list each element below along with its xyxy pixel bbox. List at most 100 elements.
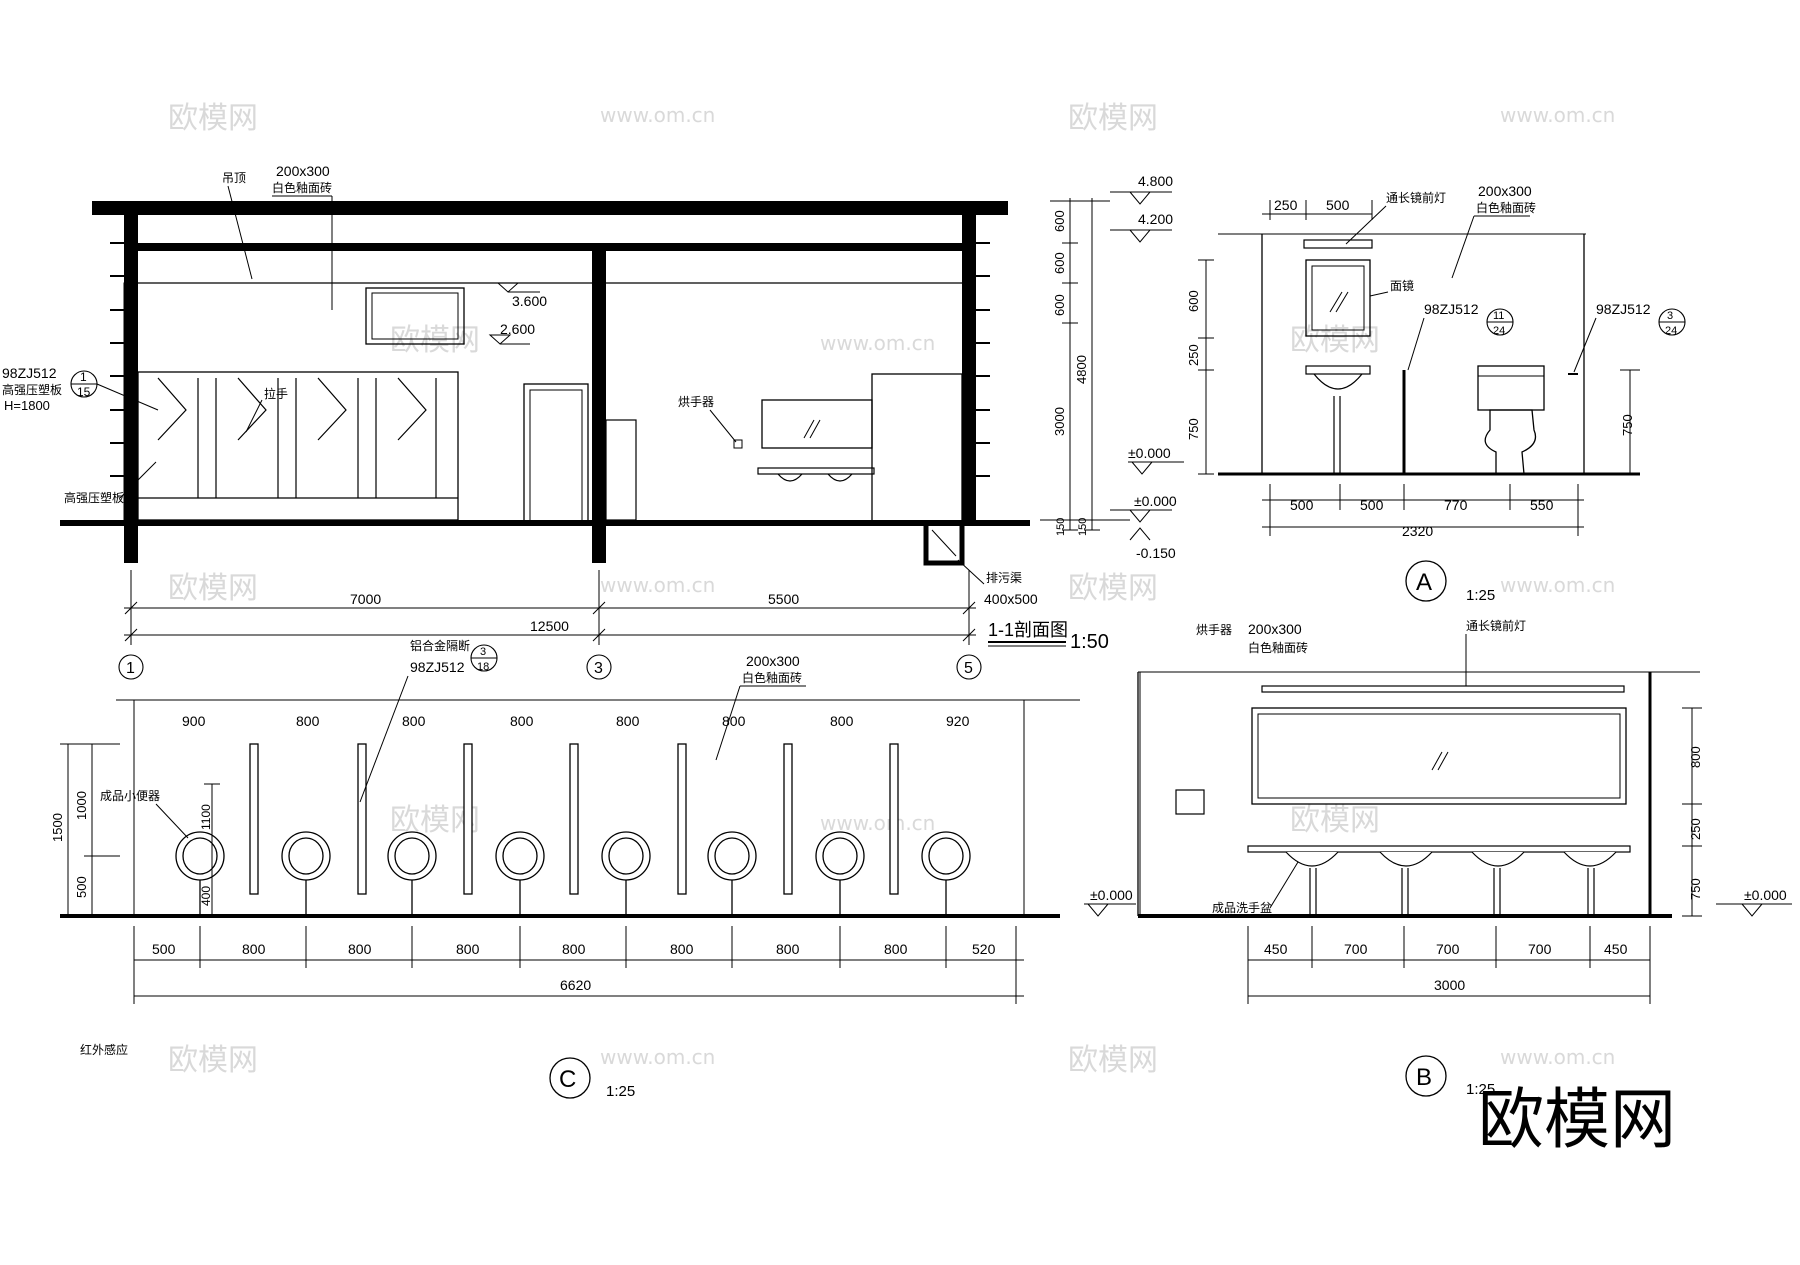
watermark-brand: 欧模网: [1290, 803, 1380, 838]
detail-a-bot-500-b: 500: [1360, 497, 1384, 513]
column-left: [124, 201, 138, 563]
elevation-markers: 4.800 4.200 ±0.000 -0.150: [1110, 173, 1177, 561]
detail-c-inner-1100: 1100: [199, 804, 213, 830]
detail-a-ref1-num: 11: [1493, 310, 1504, 322]
detail-a-dim-250: 250: [1274, 197, 1298, 213]
section-mirror: [761, 399, 873, 449]
elev-0: ±0.000: [1134, 493, 1177, 509]
detail-a-left-750: 750: [1186, 418, 1201, 440]
watermark-url: www.om.cn: [600, 573, 715, 597]
dim-150-a: 150: [1055, 518, 1067, 536]
detail-a-left-600: 600: [1186, 290, 1201, 312]
detail-b-tile-label: 白色釉面砖: [1248, 640, 1308, 655]
board-height: H=1800: [4, 398, 50, 413]
detail-a-ref2-den: 24: [1665, 325, 1677, 337]
axis-bubbles: 1 3 5: [118, 654, 982, 680]
hand-dryer-label: 烘手器: [678, 395, 714, 409]
watermark-brand: 欧模网: [1068, 101, 1158, 136]
drain-channel: [923, 520, 965, 566]
std-ref-num: 1: [80, 370, 87, 384]
detail-a-bot-500-a: 500: [1290, 497, 1314, 513]
section-tile-size: 200x300: [276, 163, 330, 179]
detail-b-right-250: 250: [1688, 818, 1703, 840]
detail-c-partition-den: 18: [477, 661, 489, 673]
detail-a-ref1: 98ZJ512: [1424, 301, 1479, 317]
detail-c-tile-size: 200x300: [746, 653, 800, 669]
section-bottom-dims: [124, 570, 976, 645]
axis-1: 1: [126, 660, 135, 677]
detail-c-bot-800-a: 800: [242, 941, 266, 957]
detail-c-left-1000: 1000: [74, 791, 89, 820]
watermark-url: www.om.cn: [820, 331, 935, 355]
watermark-brand: 欧模网: [1290, 323, 1380, 358]
watermark-url: www.om.cn: [600, 103, 715, 127]
detail-c-scale: 1:25: [606, 1083, 635, 1100]
dim-600-b: 600: [1052, 252, 1067, 274]
detail-c-bot-800-b: 800: [348, 941, 372, 957]
detail-a-left-250: 250: [1186, 344, 1201, 366]
detail-c-partition-ref: 98ZJ512: [410, 659, 465, 675]
watermark-brand: 欧模网: [1068, 571, 1158, 606]
detail-b-bot-700-b: 700: [1436, 941, 1460, 957]
detail-b-tile-size: 200x300: [1248, 621, 1302, 637]
detail-c-partition-num: 3: [480, 646, 486, 658]
board-label: 高强压塑板: [2, 382, 62, 397]
axis-5: 5: [964, 660, 973, 677]
detail-c-bot-800-g: 800: [884, 941, 908, 957]
detail-c-tag: C: [559, 1066, 576, 1093]
detail-b-elev-right: ±0.000: [1744, 887, 1787, 903]
detail-a-total: 2320: [1402, 523, 1433, 539]
watermark-brand: 欧模网: [1068, 1043, 1158, 1078]
detail-b-tag: B: [1416, 1064, 1432, 1091]
toilet-partitions: [137, 371, 459, 521]
watermark-url: www.om.cn: [1500, 103, 1615, 127]
detail-c-bot-800-e: 800: [670, 941, 694, 957]
detail-c-bot-800-d: 800: [562, 941, 586, 957]
dim-600-a: 600: [1052, 210, 1067, 232]
detail-c-tile-label: 白色釉面砖: [742, 670, 802, 685]
detail-b-mirror-light: 通长镜前灯: [1466, 618, 1526, 633]
level-3600: 3.600: [512, 293, 547, 309]
dim-150-b: 150: [1077, 518, 1089, 536]
detail-c-top-800-c: 800: [510, 713, 534, 729]
watermark-layer: 欧模网 www.om.cn 欧模网 www.om.cn 欧模网 www.om.c…: [168, 101, 1615, 1078]
watermark-brand: 欧模网: [168, 571, 258, 606]
detail-a-bot-550: 550: [1530, 497, 1554, 513]
detail-a-tile-label: 白色釉面砖: [1476, 200, 1536, 215]
detail-b-hand-dryer: [1175, 789, 1205, 815]
detail-b-bot-700-c: 700: [1528, 941, 1552, 957]
detail-c-top-800-f: 800: [830, 713, 854, 729]
wall-ticks: [110, 242, 990, 477]
detail-c-top-800-b: 800: [402, 713, 426, 729]
detail-b-mirror: [1251, 707, 1627, 805]
detail-c-bot-800-c: 800: [456, 941, 480, 957]
level-2600: 2.600: [500, 321, 535, 337]
watermark-brand: 欧模网: [168, 101, 258, 136]
detail-a-scale: 1:25: [1466, 587, 1495, 604]
detail-c-bot-520: 520: [972, 941, 996, 957]
column-right: [962, 201, 976, 523]
ceiling-beam: [124, 243, 970, 251]
dim-12500: 12500: [530, 618, 569, 634]
detail-a-tag: A: [1416, 569, 1432, 596]
detail-a-toilet-tank: [1477, 365, 1545, 411]
roof-slab: [92, 201, 1008, 215]
watermark-brand: 欧模网: [168, 1043, 258, 1078]
detail-c-top-800-d: 800: [616, 713, 640, 729]
detail-a-ref2: 98ZJ512: [1596, 301, 1651, 317]
detail-b-right-750: 750: [1688, 878, 1703, 900]
detail-a-mirror-light: 通长镜前灯: [1386, 190, 1446, 205]
detail-a-tile-size: 200x300: [1478, 183, 1532, 199]
dim-3000: 3000: [1052, 407, 1067, 436]
detail-b-bot-450-b: 450: [1604, 941, 1628, 957]
detail-a-mirror: [1305, 259, 1371, 337]
detail-c-bot-500: 500: [152, 941, 176, 957]
std-ref-den: 15: [77, 385, 91, 399]
dim-5500: 5500: [768, 591, 799, 607]
section-right-dims: [1040, 198, 1130, 531]
detail-c-urinals: [175, 831, 971, 916]
detail-c-partition-label: 铝合金隔断: [410, 638, 470, 653]
handle-label: 拉手: [264, 386, 288, 401]
detail-c-left-500: 500: [74, 876, 89, 898]
